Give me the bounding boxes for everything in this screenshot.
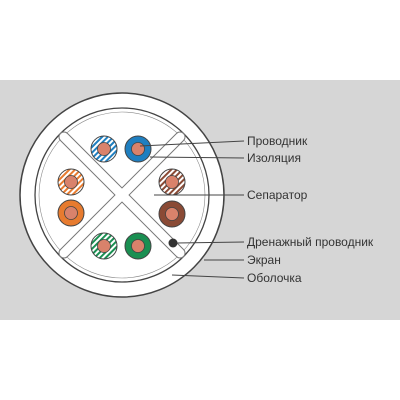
label-conductor: Проводник — [247, 134, 308, 148]
leader-insulation — [149, 156, 245, 159]
wire-orange — [57, 199, 85, 227]
wire-white-green — [90, 232, 118, 260]
wire-green — [124, 232, 152, 260]
drain-wire-dot — [168, 238, 178, 248]
leader-lines — [139, 140, 245, 279]
label-drain-wire: Дренажный проводник — [247, 235, 374, 249]
leader-drain-wire — [176, 241, 245, 244]
separator-cross — [58, 131, 186, 259]
leader-jacket — [171, 274, 245, 279]
leader-conductor — [139, 140, 245, 147]
label-insulation: Изоляция — [247, 151, 301, 165]
wire-blue — [124, 135, 152, 163]
wire-white-brown — [158, 168, 186, 196]
label-shield: Экран — [247, 253, 281, 267]
wire-white-orange — [57, 168, 85, 196]
wire-white-blue — [90, 135, 118, 163]
label-jacket: Оболочка — [247, 271, 302, 285]
wire-brown — [158, 200, 186, 228]
label-separator: Сепаратор — [247, 188, 308, 202]
